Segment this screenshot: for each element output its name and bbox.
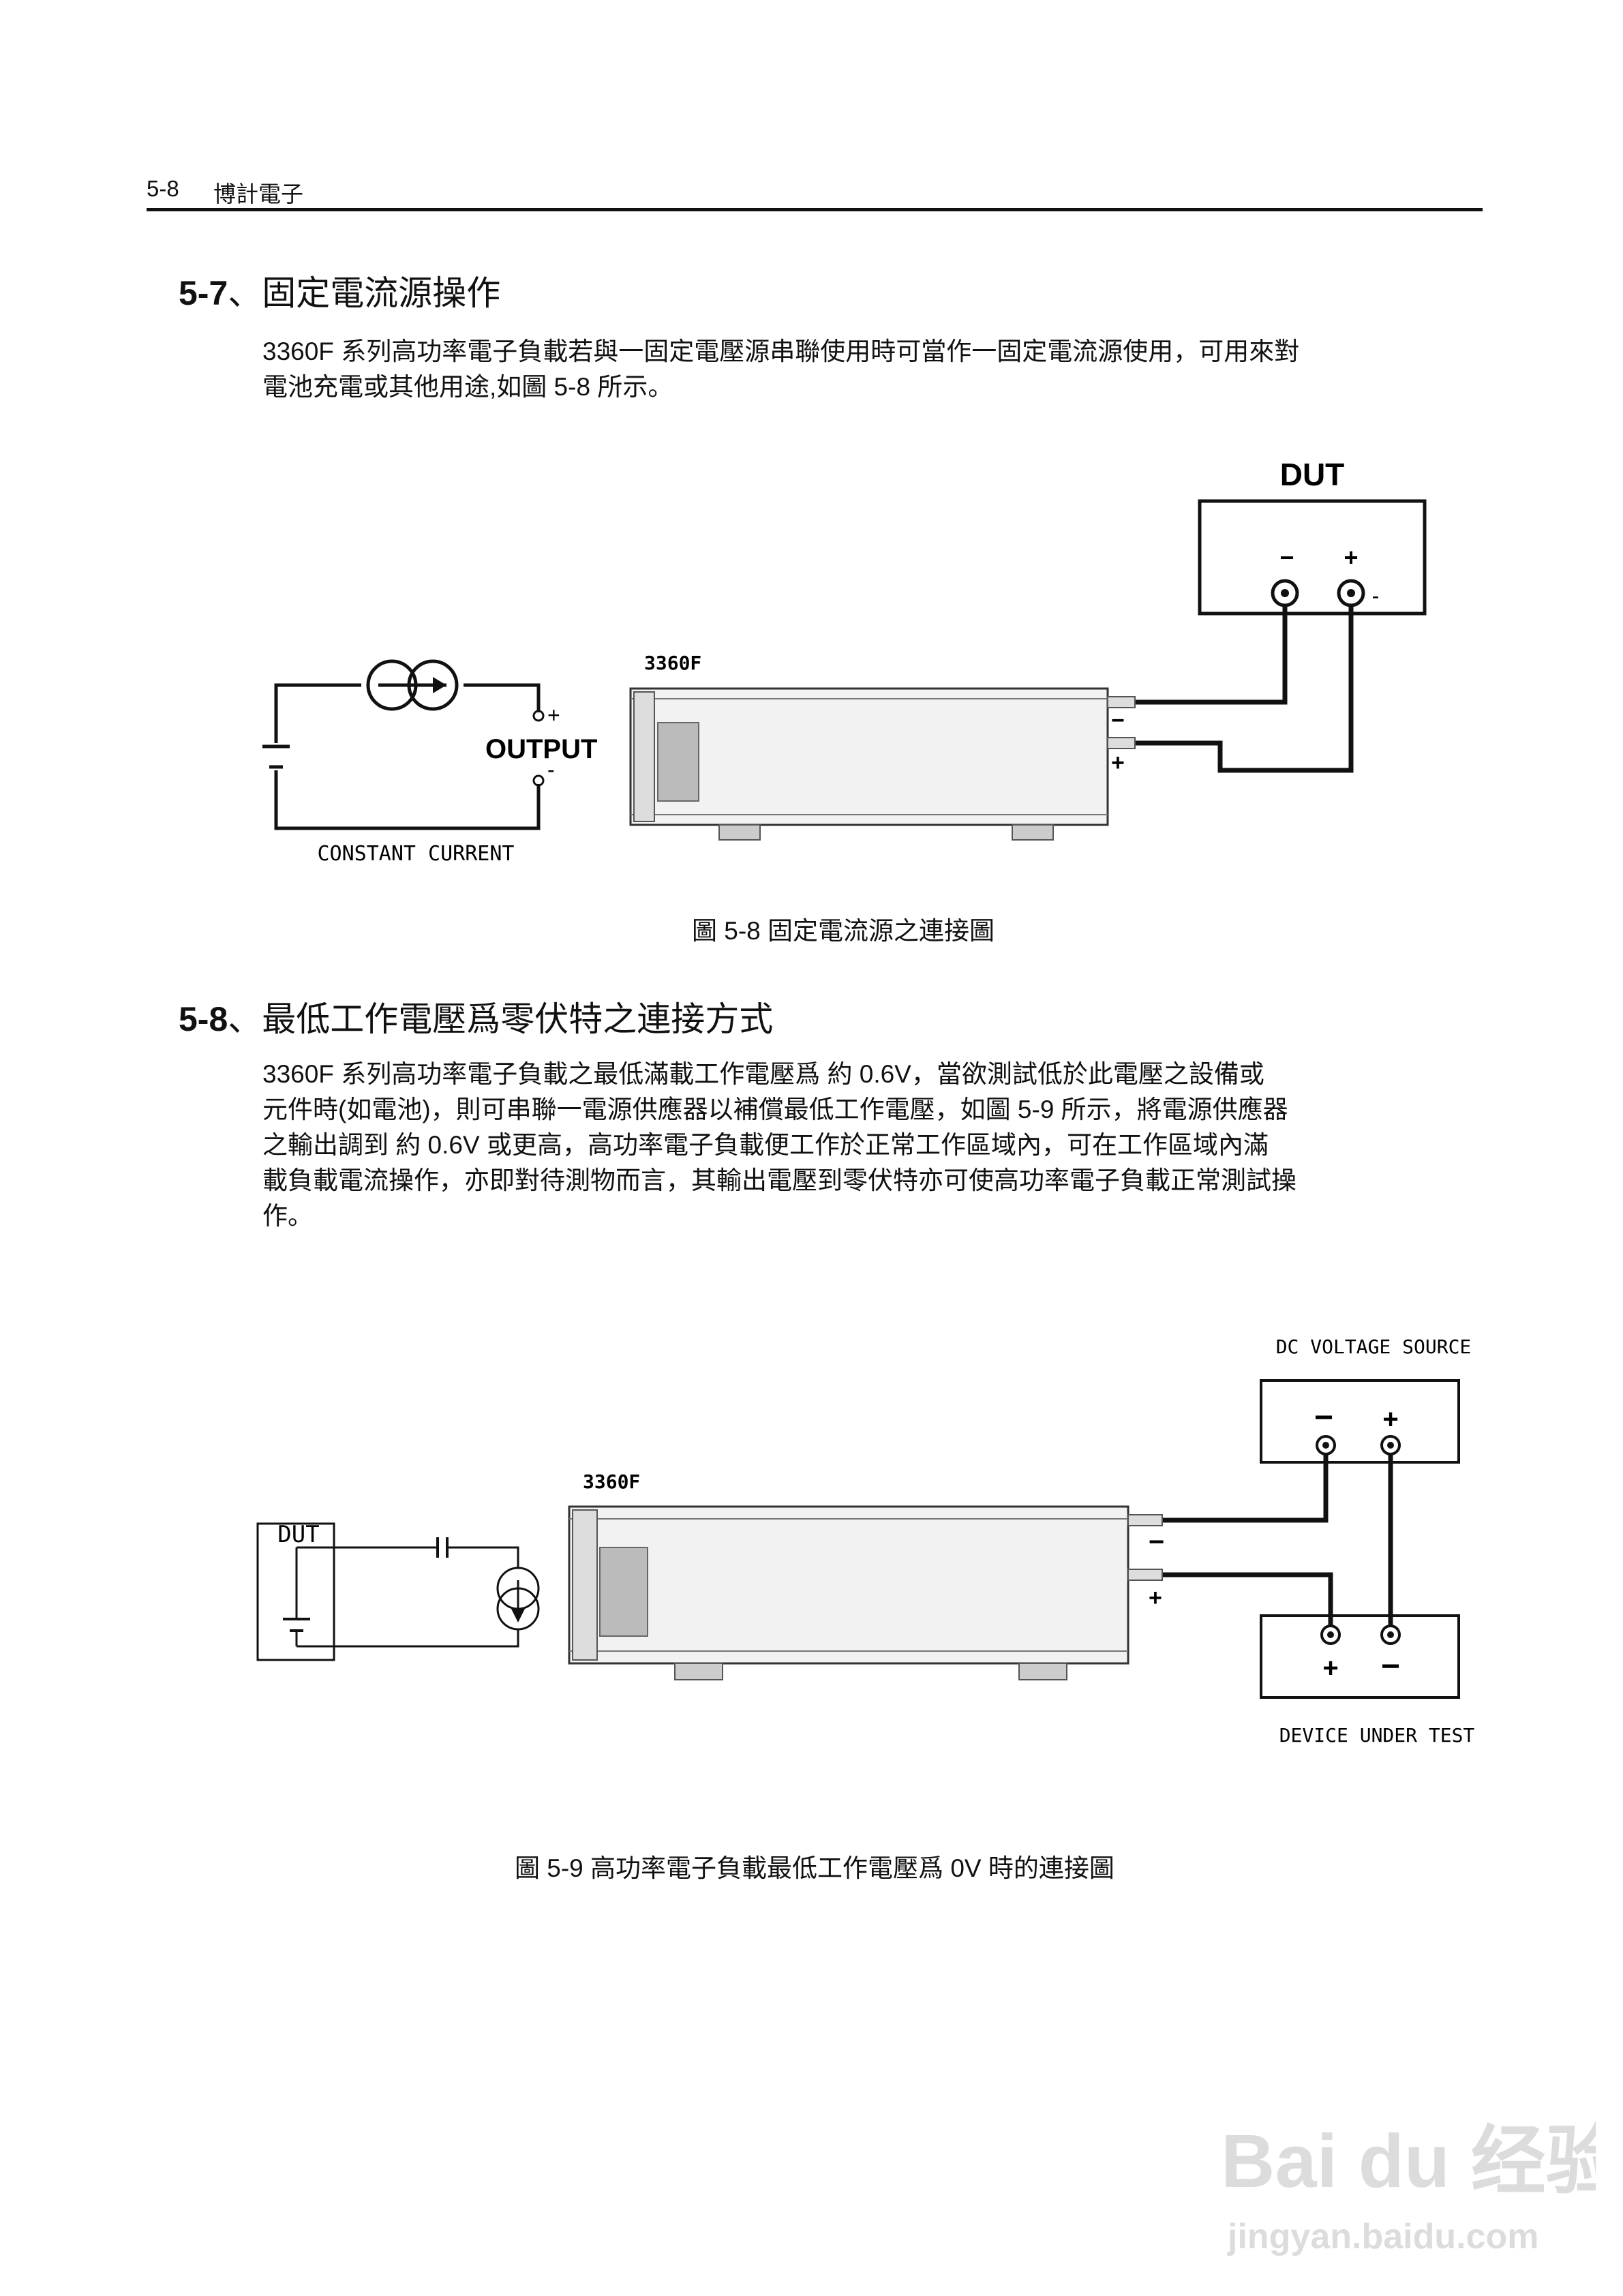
test-minus: −: [1381, 1648, 1400, 1685]
wire-plus: [1135, 605, 1354, 773]
dut-box-right: [1260, 1614, 1460, 1699]
dut-left-label: DUT: [277, 1521, 319, 1548]
page-number: 5-8: [147, 176, 179, 201]
dut-left-box: [256, 1522, 335, 1661]
paragraph-line: 載負載電流操作，亦即對待測物而言，其輸出電壓到零伏特亦可使高功率電子負載正常測試…: [262, 1166, 1296, 1194]
header-rule: [147, 208, 1483, 211]
paragraph-line: 3360F 系列高功率電子負載若與一固定電壓源串聯使用時可當作一固定電流源使用，…: [262, 337, 1300, 365]
constant-current-label: CONSTANT CURRENT: [318, 842, 515, 866]
load-plus-2: +: [1149, 1585, 1162, 1611]
load-chassis-2: [568, 1505, 1129, 1665]
output-minus: -: [547, 757, 555, 782]
load-model-label: 3360F: [644, 652, 701, 674]
section-5-8-heading: 5-8、最低工作電壓爲零伏特之連接方式: [179, 992, 773, 1041]
dut-minus: −: [1279, 543, 1294, 571]
paragraph-line: 3360F 系列高功率電子負載之最低滿載工作電壓爲 約 0.6V，當欲測試低於此…: [262, 1060, 1264, 1088]
watermark-url: jingyan.baidu.com: [1227, 2217, 1539, 2256]
baidu-jingyan-watermark: Bai du 经验 jingyan.baidu.com: [1221, 2119, 1596, 2256]
load-terminal-minus: [1107, 696, 1136, 708]
output-plus: +: [547, 703, 560, 727]
watermark-brand: Bai du 经验: [1221, 2119, 1596, 2203]
load-minus-2: −: [1149, 1527, 1164, 1557]
section-5-7-paragraph: 3360F 系列高功率電子負載若與一固定電壓源串聯使用時可當作一固定電流源使用，…: [262, 334, 1489, 405]
load-vent-grille-2: [599, 1547, 648, 1637]
source-minus: −: [1314, 1400, 1333, 1436]
section-5-8-paragraph: 3360F 系列高功率電子負載之最低滿載工作電壓爲 約 0.6V，當欲測試低於此…: [262, 1057, 1489, 1234]
figure-5-9-caption: 圖 5-9 高功率電子負載最低工作電壓爲 0V 時的連接圖: [515, 1854, 1114, 1882]
dc-source-label: DC VOLTAGE SOURCE: [1276, 1335, 1472, 1358]
paragraph-line: 之輸出調到 約 0.6V 或更高，高功率電子負載便工作於正常工作區域內，可在工作…: [262, 1131, 1269, 1159]
load-minus: −: [1111, 708, 1125, 734]
wire-minus: [1135, 605, 1288, 705]
current-source-symbol-2: [496, 1567, 540, 1631]
dut-plus: +: [1344, 543, 1358, 571]
load-model-label-2: 3360F: [583, 1470, 640, 1493]
load-plus: +: [1111, 750, 1125, 776]
device-under-test-label: DEVICE UNDER TEST: [1279, 1724, 1475, 1747]
dc-source-box: [1260, 1379, 1460, 1464]
section-5-7-number: 5-7: [179, 274, 228, 312]
section-5-8-number: 5-8: [179, 1000, 228, 1038]
paragraph-line: 作。: [262, 1202, 313, 1230]
figure-5-8-caption: 圖 5-8 固定電流源之連接圖: [692, 917, 995, 945]
load-terminal-plus: [1107, 737, 1136, 749]
paragraph-line: 元件時(如電池)，則可串聯一電源供應器以補償最低工作電壓，如圖 5-9 所示，將…: [262, 1096, 1288, 1123]
test-plus: +: [1322, 1653, 1338, 1683]
source-plus: +: [1382, 1404, 1398, 1434]
dut-box: [1198, 499, 1427, 616]
current-source-symbol: [361, 659, 464, 711]
dut-label: DUT: [1280, 457, 1345, 492]
load-vent-grille: [657, 722, 699, 802]
section-5-8-title: 、最低工作電壓爲零伏特之連接方式: [228, 1000, 774, 1038]
section-5-7-title: 、固定電流源操作: [228, 274, 501, 312]
output-label: OUTPUT: [485, 734, 597, 764]
wire-load-plus: [1162, 1572, 1333, 1626]
load-chassis: [629, 687, 1109, 826]
wire-source-minus: [1162, 1454, 1329, 1523]
paragraph-line: 電池充電或其他用途,如圖 5-8 所示。: [262, 373, 673, 401]
section-5-7-heading: 5-7、固定電流源操作: [179, 266, 500, 315]
dut-side-minus: -: [1372, 584, 1380, 608]
header-brand: 博計電子: [213, 181, 303, 207]
cc-loop-bottom: [274, 770, 541, 830]
